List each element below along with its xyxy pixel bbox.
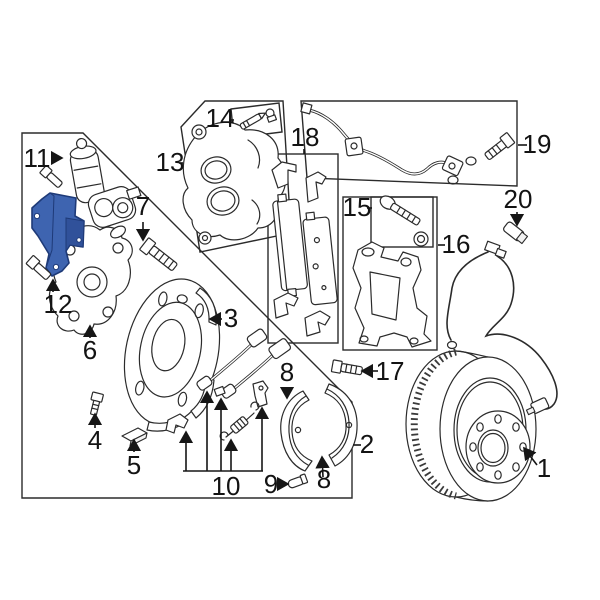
hose-box-19 <box>300 100 518 187</box>
abs-sensor-and-wire <box>446 221 558 416</box>
pin-9 <box>287 473 309 489</box>
bracket-nut <box>413 231 429 247</box>
callout-label-11[interactable]: 11 <box>24 143 51 173</box>
callout-label-7[interactable]: 7 <box>136 191 150 221</box>
bleeder-screw-kit <box>239 108 278 130</box>
leader-line-8 <box>315 455 330 478</box>
o-ring <box>447 175 459 185</box>
callout-label-18[interactable]: 18 <box>291 122 320 152</box>
callout-label-2[interactable]: 2 <box>360 429 374 459</box>
bolt-near-12 <box>25 255 52 280</box>
callout-label-17[interactable]: 17 <box>376 356 405 386</box>
guide-pin-bolt-7 <box>139 237 178 271</box>
callout-label-13[interactable]: 13 <box>156 147 185 177</box>
banjo-bolt <box>484 132 516 160</box>
bolt-box-15 <box>370 196 434 248</box>
brake-shoes <box>280 383 358 472</box>
callout-label-12[interactable]: 12 <box>44 289 73 319</box>
callout-label-4[interactable]: 4 <box>88 425 102 455</box>
brake-pads-kit <box>271 161 338 337</box>
backing-plate <box>123 278 221 426</box>
brake-hose <box>300 102 516 185</box>
callout-label-6[interactable]: 6 <box>83 335 97 365</box>
callout-label-5[interactable]: 5 <box>127 450 141 480</box>
callout-label-14[interactable]: 14 <box>206 103 235 133</box>
callout-label-8[interactable]: 8 <box>317 464 331 494</box>
bolt-17 <box>330 359 363 376</box>
bolt-near-11 <box>39 165 63 188</box>
parking-brake-cables <box>165 328 292 441</box>
hold-down-clip <box>165 413 189 434</box>
shoe-lever <box>252 380 269 408</box>
callout-label-3[interactable]: 3 <box>224 303 238 333</box>
callout-label-10[interactable]: 10 <box>212 471 241 501</box>
leader-line-1 <box>523 446 538 466</box>
bolt-4 <box>90 391 104 416</box>
highlighted-bracket[interactable] <box>31 192 85 277</box>
bracket-bolt <box>379 195 421 226</box>
lug-holes <box>469 414 527 480</box>
brake-rotor <box>405 348 537 502</box>
parking-brake-actuator <box>69 137 142 228</box>
callout-label-1[interactable]: 1 <box>537 453 551 483</box>
pads-box-18 <box>267 153 339 344</box>
callout-label-8[interactable]: 8 <box>280 357 294 387</box>
main-assembly-box <box>21 132 353 499</box>
caliper-bracket <box>352 195 432 348</box>
shoe-adjuster <box>219 401 260 441</box>
cable-clip <box>213 385 226 397</box>
o-ring <box>465 156 477 166</box>
callout-label-9[interactable]: 9 <box>264 469 278 499</box>
callout-label-19[interactable]: 19 <box>523 129 552 159</box>
callout-label-15[interactable]: 15 <box>343 192 372 222</box>
callout-label-16[interactable]: 16 <box>442 229 471 259</box>
brake-caliper <box>182 108 287 245</box>
callout-label-20[interactable]: 20 <box>504 184 533 214</box>
